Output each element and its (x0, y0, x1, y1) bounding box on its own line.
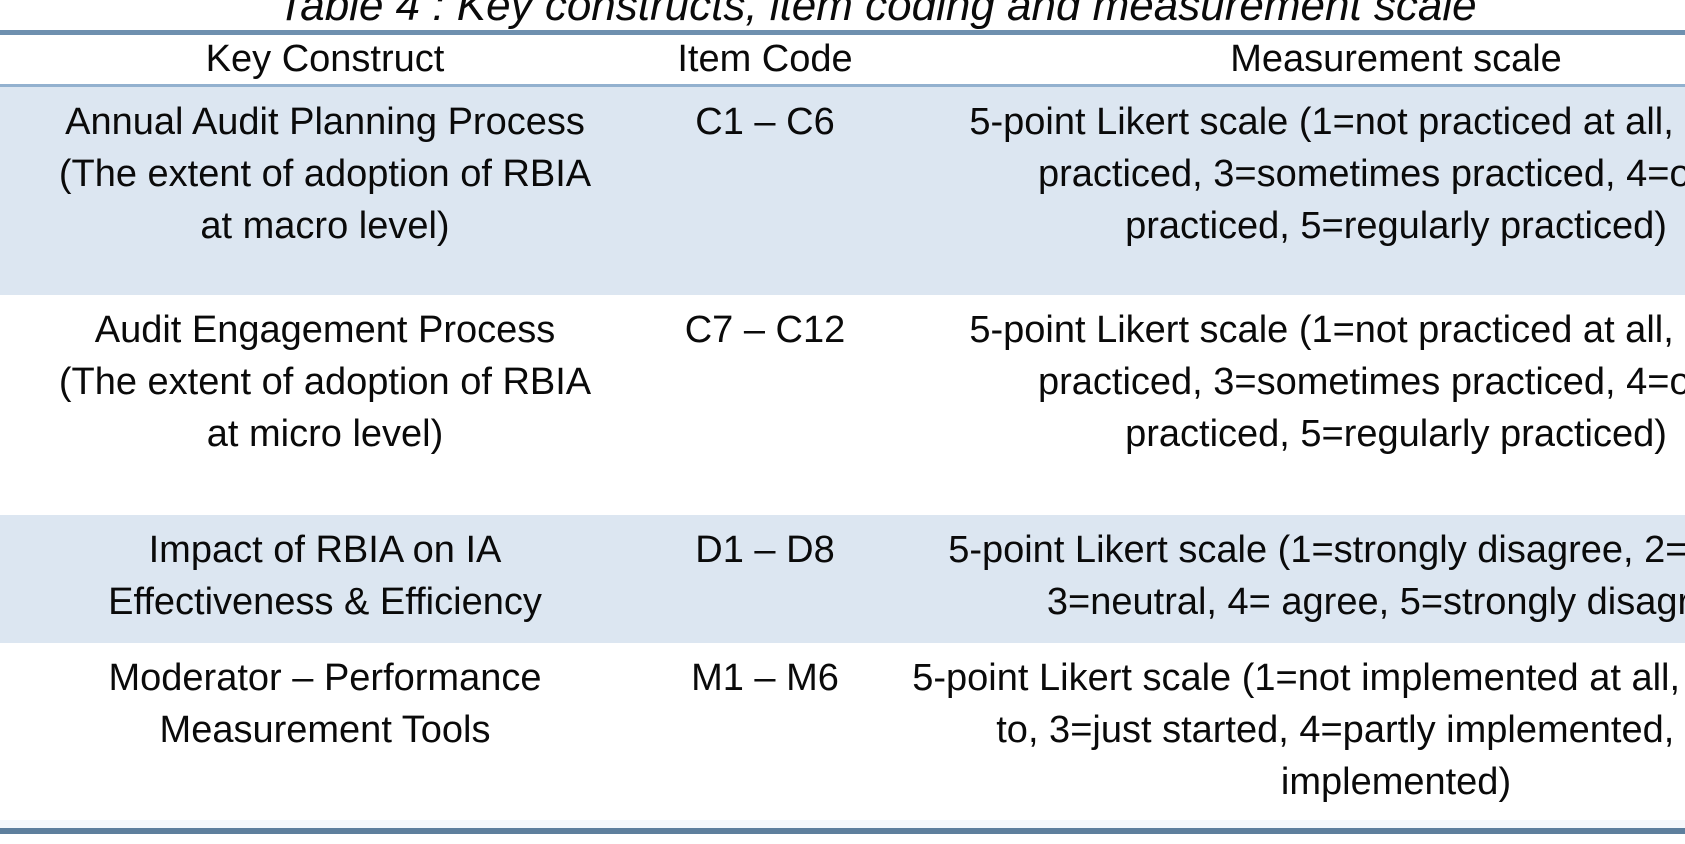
scale-line: 5-point Likert scale (1=strongly disagre… (948, 529, 1685, 571)
construct-line: (The extent of adoption of RBIA (58, 153, 592, 195)
table-row-impact-of-rbia: Impact of RBIA on IA Effectiveness & Eff… (0, 515, 1685, 643)
item-code-cell: D1 – D8 (650, 515, 880, 576)
constructs-table: Key Construct Item Code Measurement scal… (0, 30, 1685, 844)
item-code-cell: C1 – C6 (650, 87, 880, 148)
measurement-scale-cell: 5-point Likert scale (1=not practiced at… (880, 87, 1685, 252)
item-code: M1 – M6 (691, 657, 839, 699)
construct-line: Effectiveness & Efficiency (108, 581, 542, 623)
measurement-scale-cell: 5-point Likert scale (1=not implemented … (880, 643, 1685, 808)
table-row-moderator-pmt: Moderator – Performance Measurement Tool… (0, 643, 1685, 820)
header-item-code: Item Code (677, 38, 853, 80)
scale-line: 5-point Likert scale (1=not practiced at… (969, 101, 1685, 143)
table-row-audit-engagement: Audit Engagement Process (The extent of … (0, 295, 1685, 515)
scale-line: 5-point Likert scale (1=not practiced at… (969, 309, 1685, 351)
scale-line: to, 3=just started, 4=partly implemented… (996, 709, 1685, 751)
scale-line: practiced, 5=regularly practiced) (1125, 413, 1667, 455)
scale-line: practiced, 3=sometimes practiced, 4=ofte… (1037, 153, 1685, 195)
scale-line: practiced, 5=regularly practiced) (1125, 205, 1667, 247)
item-code-cell: C7 – C12 (650, 295, 880, 356)
table-caption: Table 4 : Key constructs, item coding an… (277, 0, 1477, 30)
measurement-scale-cell: 5-point Likert scale (1=strongly disagre… (880, 515, 1685, 628)
page-margin (0, 834, 1685, 844)
measurement-scale-cell: 5-point Likert scale (1=not practiced at… (880, 295, 1685, 460)
key-construct-cell: Annual Audit Planning Process (The exten… (0, 87, 650, 252)
scale-line: 3=neutral, 4= agree, 5=strongly disagree… (1046, 581, 1685, 623)
key-construct-cell: Impact of RBIA on IA Effectiveness & Eff… (0, 515, 650, 628)
header-key-construct: Key Construct (205, 38, 445, 80)
header-measurement-scale: Measurement scale (1230, 38, 1562, 80)
construct-line: Measurement Tools (159, 709, 491, 751)
construct-line: Annual Audit Planning Process (65, 101, 585, 143)
item-code: D1 – D8 (695, 529, 835, 571)
construct-line: Impact of RBIA on IA (148, 529, 502, 571)
item-code: C1 – C6 (695, 101, 835, 143)
table-row-annual-audit-planning: Annual Audit Planning Process (The exten… (0, 87, 1685, 295)
key-construct-cell: Audit Engagement Process (The extent of … (0, 295, 650, 460)
construct-line: (The extent of adoption of RBIA (58, 361, 592, 403)
row-bottom-tint (0, 820, 1685, 828)
table-header-row: Key Construct Item Code Measurement scal… (0, 35, 1685, 87)
key-construct-cell: Moderator – Performance Measurement Tool… (0, 643, 650, 756)
item-code-cell: M1 – M6 (650, 643, 880, 704)
construct-line: Audit Engagement Process (94, 309, 556, 351)
item-code: C7 – C12 (684, 309, 846, 351)
construct-line: Moderator – Performance (108, 657, 542, 699)
scale-line: implemented) (1280, 761, 1512, 803)
table-bottom-border (0, 828, 1685, 834)
scale-line: 5-point Likert scale (1=not implemented … (912, 657, 1685, 699)
construct-line: at macro level) (200, 205, 450, 247)
scale-line: practiced, 3=sometimes practiced, 4=ofte… (1037, 361, 1685, 403)
construct-line: at micro level) (206, 413, 444, 455)
